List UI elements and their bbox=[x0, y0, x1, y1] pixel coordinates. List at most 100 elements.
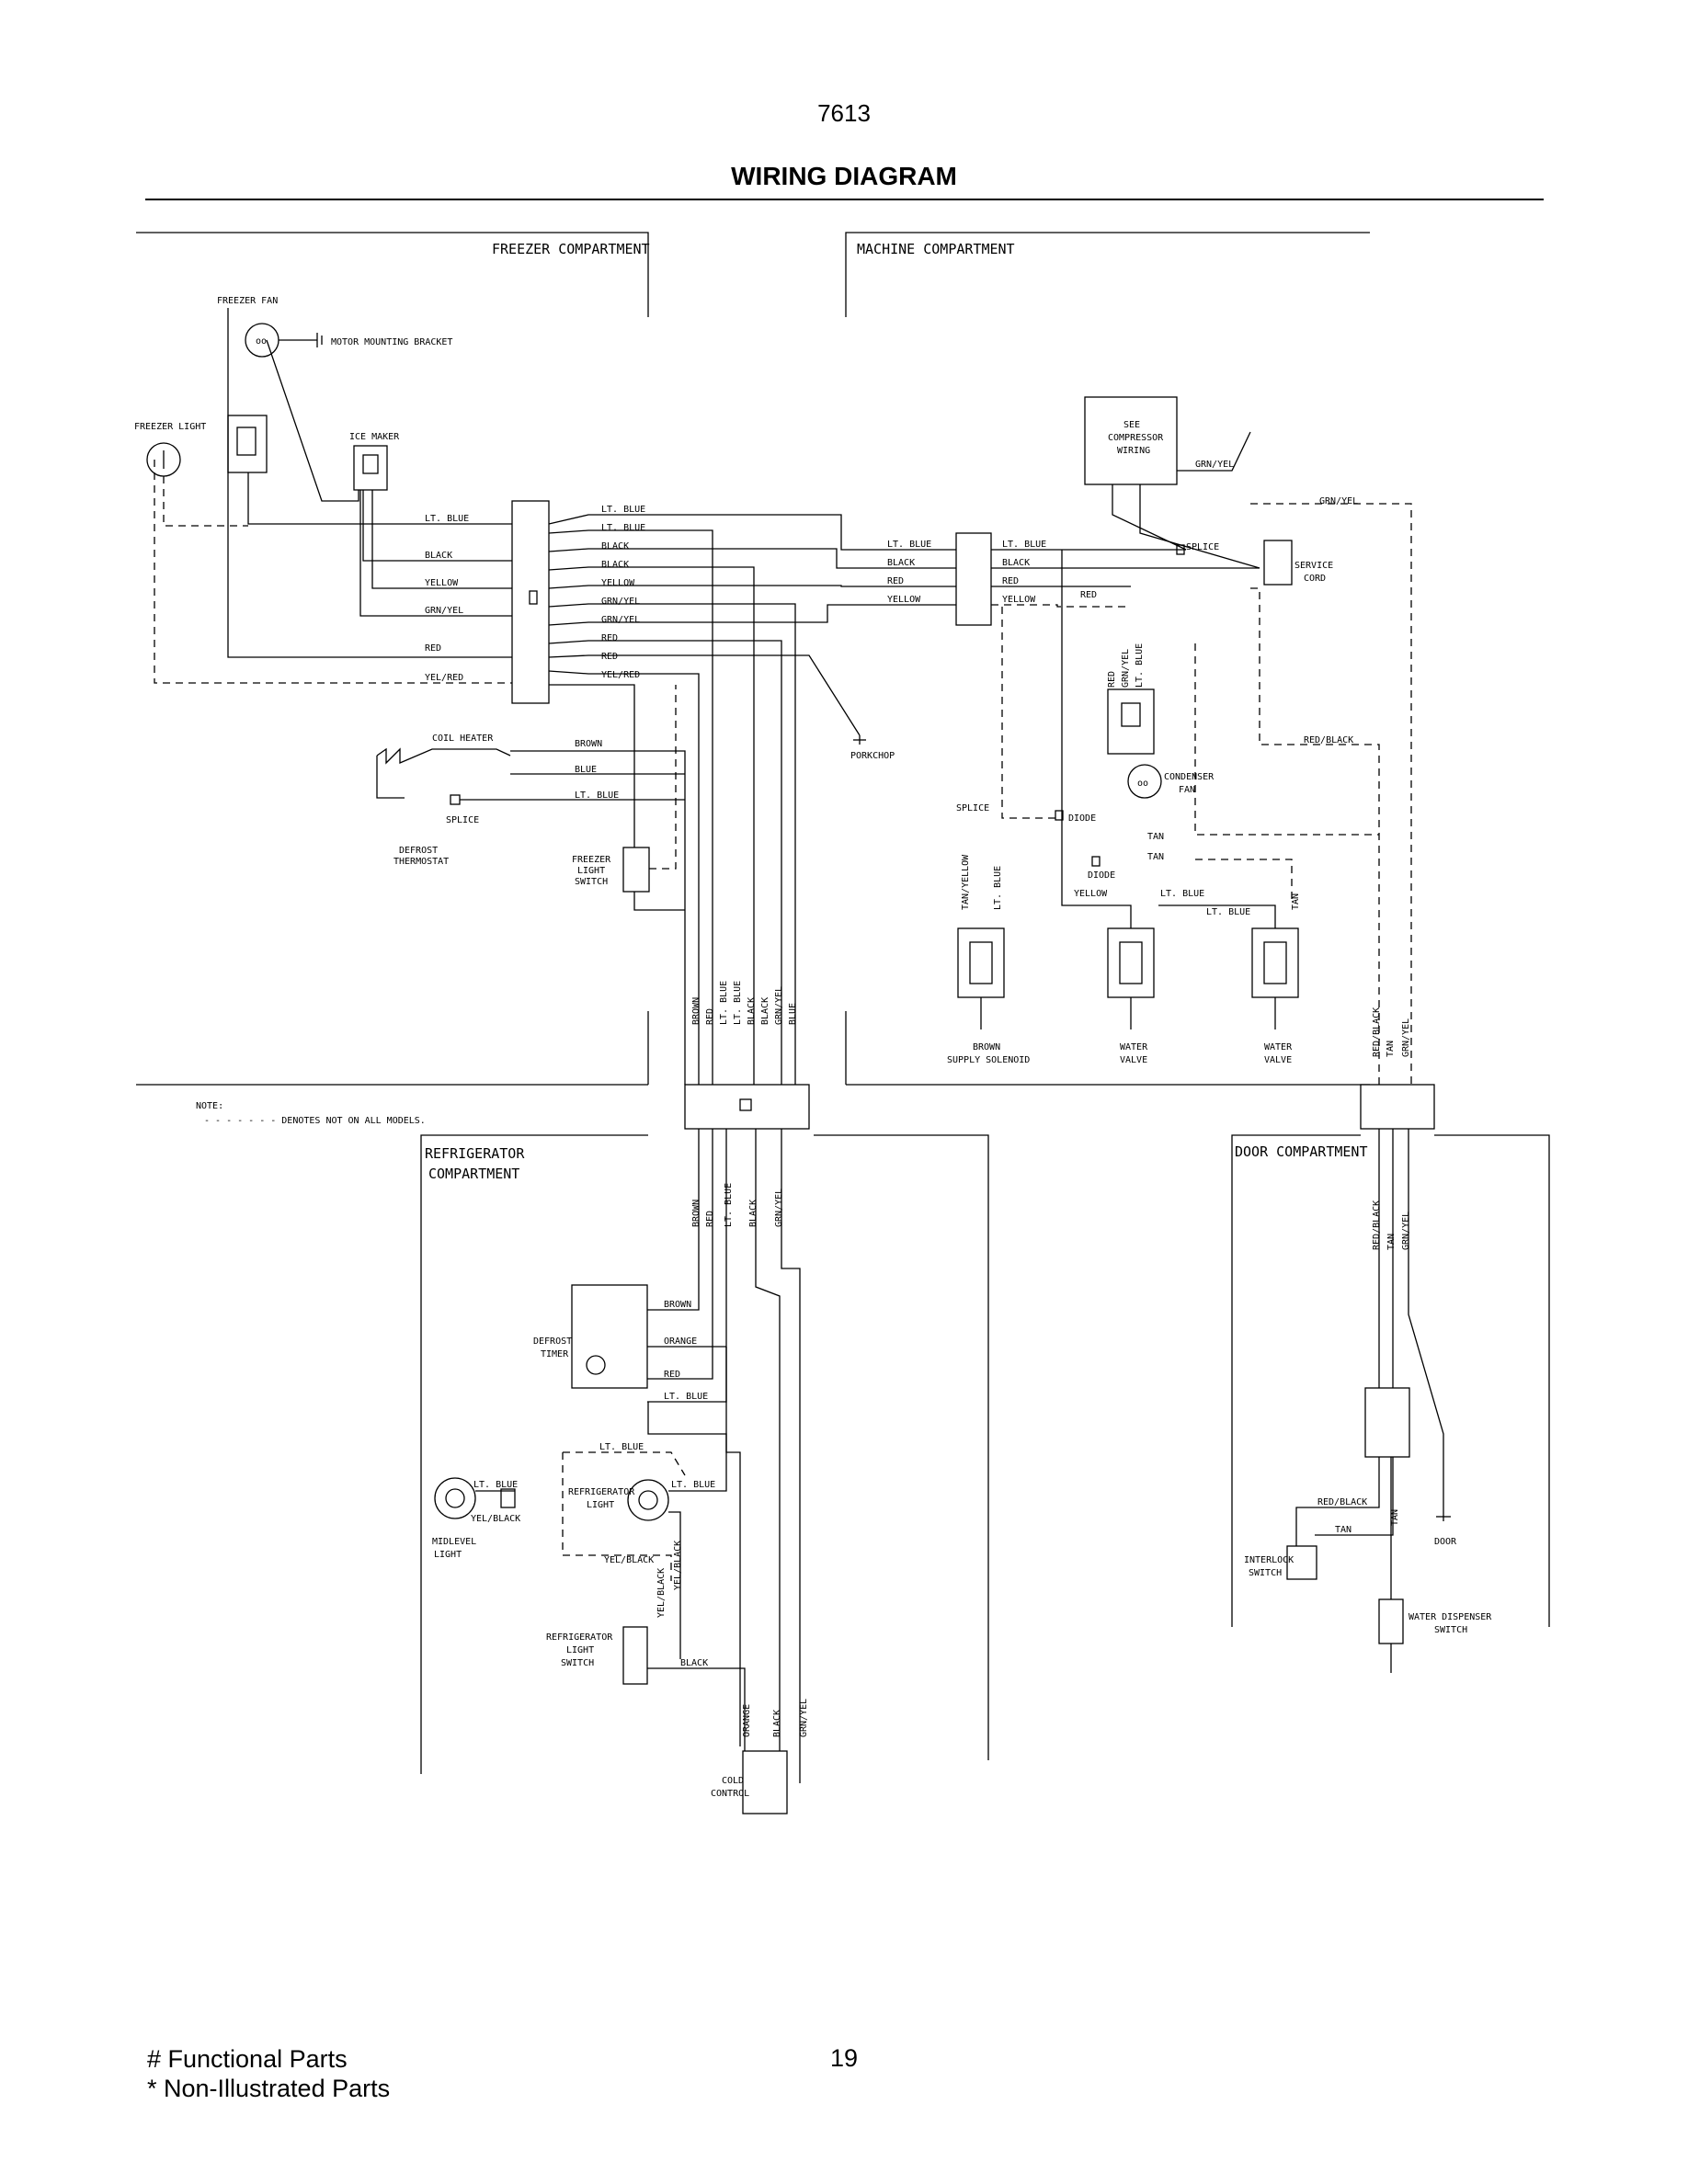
freezer-light-switch-label-1: FREEZER bbox=[572, 855, 611, 865]
wire-grn-yel-5: GRN/YEL bbox=[1319, 496, 1358, 506]
svg-text:oo: oo bbox=[256, 336, 267, 347]
vwire-black-3: BLACK bbox=[748, 1200, 758, 1227]
ice-maker bbox=[353, 445, 388, 491]
wire-yellow-5: YELLOW bbox=[1074, 889, 1108, 899]
section-frames bbox=[136, 232, 1550, 1774]
compressor-label-1: SEE bbox=[1123, 420, 1140, 430]
wire-lt-blue-9: LT. BLUE bbox=[664, 1392, 708, 1402]
water-dispenser-switch bbox=[1378, 1598, 1404, 1644]
wire-lt-blue-11: LT. BLUE bbox=[473, 1480, 518, 1490]
vwire-grn-yel-6: GRN/YEL bbox=[1401, 1211, 1411, 1250]
note-title: NOTE: bbox=[196, 1101, 223, 1111]
water-valve-1 bbox=[1107, 927, 1155, 1029]
freezer-light-label: FREEZER LIGHT bbox=[134, 422, 206, 432]
wire-grn-yel-2: GRN/YEL bbox=[601, 597, 640, 607]
vwire-grn-yel-4: GRN/YEL bbox=[774, 1189, 784, 1227]
refrigerator-light-switch bbox=[622, 1626, 648, 1685]
vwire-yel-black-2: YEL/BLACK bbox=[673, 1541, 683, 1590]
splice-mark bbox=[1176, 544, 1185, 555]
title-rule bbox=[145, 199, 1544, 200]
wire-orange-1: ORANGE bbox=[664, 1337, 697, 1347]
condenser-fan-label-2: FAN bbox=[1179, 785, 1195, 795]
freezer-compartment-label: FREEZER COMPARTMENT bbox=[492, 241, 650, 257]
wire-lt-blue-6: LT. BLUE bbox=[1002, 540, 1046, 550]
wire-lt-blue-12: LT. BLUE bbox=[671, 1480, 715, 1490]
supply-solenoid-label-1: BROWN bbox=[973, 1042, 1000, 1052]
freezer-harness-connector bbox=[511, 500, 550, 704]
vwire-grn-yel-2: GRN/YEL bbox=[1121, 649, 1131, 688]
freezer-light-switch-label-2: LIGHT bbox=[577, 866, 605, 876]
footer-non-illustrated-parts: * Non-Illustrated Parts bbox=[147, 2075, 391, 2102]
compressor-label-3: WIRING bbox=[1117, 446, 1150, 456]
wire-yel-black-1: YEL/BLACK bbox=[471, 1514, 520, 1524]
freezer-fan-connector bbox=[227, 415, 268, 473]
wire-black-1: BLACK bbox=[425, 551, 452, 561]
defrost-thermostat-label-2: THERMOSTAT bbox=[393, 857, 449, 867]
diode-label-1: DIODE bbox=[1068, 813, 1096, 824]
vwire-red-black-2: RED/BLACK bbox=[1372, 1200, 1382, 1250]
midlevel-light bbox=[434, 1477, 476, 1519]
wire-blue-1: BLUE bbox=[575, 765, 597, 775]
refrigerator-light-switch-label-3: SWITCH bbox=[561, 1658, 594, 1668]
vwire-tan-3: TAN bbox=[1386, 1234, 1397, 1250]
wire-yellow-2: YELLOW bbox=[601, 578, 635, 588]
defrost-timer-label-1: DEFROST bbox=[533, 1337, 572, 1347]
wire-yellow-4: YELLOW bbox=[1002, 595, 1036, 605]
vwire-orange-1: ORANGE bbox=[742, 1704, 752, 1737]
wire-lt-blue-5: LT. BLUE bbox=[887, 540, 931, 550]
vwire-lt-blue-5: LT. BLUE bbox=[724, 1183, 734, 1227]
freezer-light bbox=[146, 442, 181, 477]
vwire-brown-1: BROWN bbox=[691, 997, 701, 1025]
interlock-switch-label-1: INTERLOCK bbox=[1244, 1555, 1294, 1565]
refrigerator-light-switch-label-2: LIGHT bbox=[566, 1645, 594, 1655]
door-ground bbox=[1436, 1507, 1451, 1521]
wire-brown-2: BROWN bbox=[664, 1300, 691, 1310]
wire-lt-blue-1: LT. BLUE bbox=[425, 514, 469, 524]
freezer-light-switch bbox=[622, 847, 650, 893]
splice-label-3: SPLICE bbox=[956, 803, 989, 813]
wire-red-3: RED bbox=[601, 652, 618, 662]
wire-brown-1: BROWN bbox=[575, 739, 602, 749]
refrigerator-compartment-label-1: REFRIGERATOR bbox=[425, 1145, 525, 1162]
page-title: WIRING DIAGRAM bbox=[731, 162, 957, 190]
wire-black-5: BLACK bbox=[1002, 558, 1030, 568]
wire-lt-blue-8: LT. BLUE bbox=[1206, 907, 1250, 917]
midlevel-light-label-2: LIGHT bbox=[434, 1550, 462, 1560]
condenser-fan-connector bbox=[1107, 688, 1155, 755]
wire-lt-blue-4: LT. BLUE bbox=[575, 791, 619, 801]
refrigerator-light-switch-label-1: REFRIGERATOR bbox=[546, 1632, 613, 1643]
wire-yellow-3: YELLOW bbox=[887, 595, 921, 605]
interlock-switch bbox=[1286, 1545, 1317, 1580]
wire-lt-blue-2: LT. BLUE bbox=[601, 505, 645, 515]
wire-grn-yel-4: GRN/YEL bbox=[1195, 460, 1234, 470]
vwire-lt-blue-1: LT. BLUE bbox=[719, 981, 729, 1025]
service-cord-label-1: SERVICE bbox=[1295, 561, 1333, 571]
refrigerator-compartment-label-2: COMPARTMENT bbox=[428, 1166, 519, 1182]
wire-grn-yel-1: GRN/YEL bbox=[425, 606, 463, 616]
condenser-fan-label-1: CONDENSER bbox=[1164, 772, 1215, 782]
wire-black-2: BLACK bbox=[601, 541, 629, 552]
door-compartment-label: DOOR COMPARTMENT bbox=[1235, 1143, 1368, 1160]
wire-black-4: BLACK bbox=[887, 558, 915, 568]
wire-tan-1: TAN bbox=[1147, 832, 1164, 842]
note-text: - - - - - - - DENOTES NOT ON ALL MODELS. bbox=[204, 1116, 426, 1126]
vwire-red-3: RED bbox=[705, 1211, 715, 1227]
condenser-fan bbox=[1127, 764, 1162, 799]
vwire-tan-1: TAN bbox=[1291, 893, 1301, 910]
wire-red-6: RED bbox=[1080, 590, 1097, 600]
footer-legend: # Functional Parts * Non-Illustrated Par… bbox=[147, 2044, 390, 2103]
wire-lt-blue-7: LT. BLUE bbox=[1160, 889, 1204, 899]
freezer-fan-label: FREEZER FAN bbox=[217, 296, 278, 306]
midlevel-light-label-1: MIDLEVEL bbox=[432, 1537, 476, 1547]
water-valve-label-2: VALVE bbox=[1120, 1055, 1147, 1065]
vwire-red-2: RED bbox=[1107, 671, 1117, 688]
door-harness-connector bbox=[1360, 1084, 1435, 1130]
defrost-timer-label-2: TIMER bbox=[541, 1349, 569, 1359]
ice-maker-label: ICE MAKER bbox=[349, 432, 400, 442]
vwire-red-black-1: RED/BLACK bbox=[1372, 1007, 1382, 1057]
service-cord bbox=[1263, 540, 1293, 586]
refrigerator-light-label-2: LIGHT bbox=[587, 1500, 614, 1510]
wire-yel-red-1: YEL/RED bbox=[425, 673, 463, 683]
splice-label-1: SPLICE bbox=[446, 815, 479, 825]
